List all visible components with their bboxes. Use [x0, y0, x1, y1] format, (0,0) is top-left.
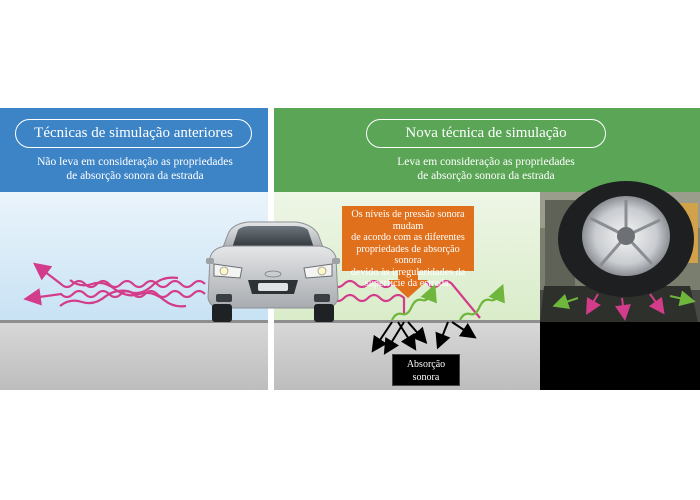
callout-line5: superfície da estrada.: [364, 278, 452, 289]
tire-photo: [540, 181, 700, 322]
callout-box: Os níveis de pressão sonora mudam de aco…: [342, 206, 474, 289]
left-header-band: [0, 108, 268, 192]
right-panel-subtitle: Leva em consideração as propriedades de …: [366, 155, 606, 183]
callout-arrow: [388, 271, 428, 298]
right-road-edge: [274, 320, 540, 323]
right-header-band: [274, 108, 700, 192]
absorption-arrows: [371, 321, 477, 355]
callout-line4: devido às irregularidades da: [350, 266, 466, 278]
car: [206, 221, 340, 322]
illustration-banner: Técnicas de simulação anteriores Não lev…: [0, 108, 700, 390]
right-subtitle-line1: Leva em consideração as propriedades: [397, 156, 575, 168]
right-panel-title: Nova técnica de simulação: [366, 119, 606, 148]
absorption-label-line1: Absorção: [406, 359, 446, 370]
callout-line2: de acordo com as diferentes: [351, 232, 465, 243]
left-panel-title: Técnicas de simulação anteriores: [15, 119, 252, 148]
absorbed-waves: [391, 283, 505, 321]
callout-line1: Os níveis de pressão sonora mudam: [351, 209, 465, 232]
left-road-edge: [0, 320, 268, 323]
left-subtitle-line2: de absorção sonora da estrada: [66, 170, 204, 182]
left-panel-subtitle: Não leva em consideração as propriedades…: [20, 155, 250, 183]
absorption-label: Absorção sonora: [392, 354, 460, 386]
right-subtitle-line2: de absorção sonora da estrada: [417, 170, 555, 182]
left-road: [0, 322, 268, 390]
absorption-label-line2: sonora: [412, 372, 440, 383]
left-sound-waves: [23, 262, 206, 308]
left-subtitle-line1: Não leva em consideração as propriedades: [37, 156, 233, 168]
callout-line3: propriedades de absorção sonora: [356, 243, 460, 267]
